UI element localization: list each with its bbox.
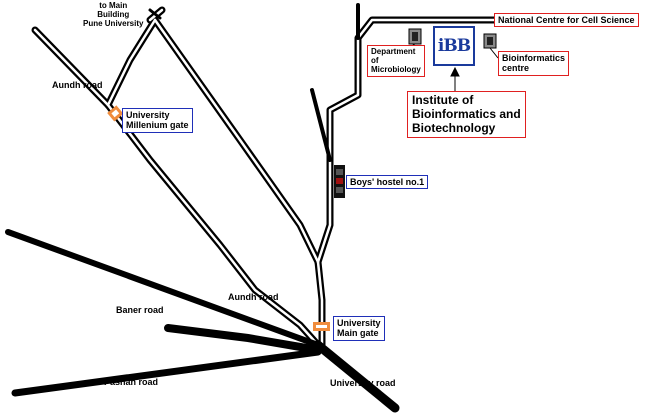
road-baner-lower xyxy=(164,324,322,354)
label-millenium-gate[interactable]: University Millenium gate xyxy=(122,108,193,133)
label-bioinformatics-centre[interactable]: Bioinformatics centre xyxy=(498,51,570,76)
label-boys-hostel[interactable]: Boys' hostel no.1 xyxy=(346,175,429,190)
road-left-stub xyxy=(148,8,162,20)
label-aundh-road-upper: Aundh road xyxy=(52,80,103,90)
ibb-logo-text: iBB xyxy=(437,36,471,56)
road-northeast-stub xyxy=(310,88,332,162)
thick-roads xyxy=(5,3,400,413)
boys-hostel-icon xyxy=(334,165,345,198)
road-university xyxy=(313,340,400,413)
double-line-roads xyxy=(31,6,499,349)
label-ncc[interactable]: National Centre for Cell Science xyxy=(494,13,639,28)
buildings xyxy=(408,28,497,49)
road-pashan xyxy=(11,348,322,397)
label-aundh-road-lower: Aundh road xyxy=(228,292,279,302)
ibb-logo: iBB xyxy=(433,26,475,66)
label-baner-road: Baner road xyxy=(116,305,164,315)
label-main-gate[interactable]: University Main gate xyxy=(333,316,385,341)
label-microbiology[interactable]: Department of Microbiology xyxy=(367,45,425,77)
label-pashan-road: Pashan road xyxy=(104,377,159,387)
road-baner xyxy=(5,229,321,348)
label-university-road: University road xyxy=(330,378,396,388)
label-to-main-building: to Main Building Pune University xyxy=(83,1,144,29)
label-ibb[interactable]: Institute of Bioinformatics and Biotechn… xyxy=(407,91,526,139)
gate-markers xyxy=(107,105,330,331)
